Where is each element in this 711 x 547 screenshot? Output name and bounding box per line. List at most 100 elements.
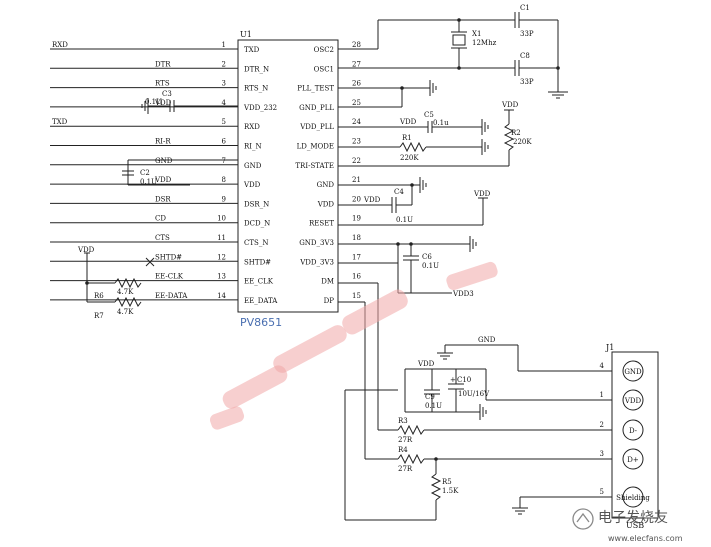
usb-pin-number: 1: [600, 391, 604, 399]
usb-label: USB: [626, 521, 644, 530]
r6-value: 4.7K: [117, 288, 134, 296]
chip-pin-name: RTS_N: [244, 85, 268, 93]
chip-pin-number: 2: [222, 60, 226, 68]
chip-pin-number: 23: [352, 138, 361, 146]
chip-pin-name: SHTD#: [244, 258, 271, 266]
watermark-logo-text: 电子发烧友: [598, 510, 668, 526]
net-label: DTR: [155, 60, 171, 68]
r5-label: R5: [442, 478, 452, 486]
chip-pin-name: VDD: [317, 200, 335, 208]
chip-pins: 1TXDRXD2DTR_NDTR3RTS_NRTS4VDD_232VDD5RXD…: [50, 41, 361, 305]
r5-value: 1.5K: [442, 487, 459, 495]
chip-pin-number: 13: [217, 273, 226, 281]
net-label: TXD: [52, 118, 68, 126]
chip-pin-number: 28: [352, 41, 361, 49]
x1-value: 12Mhz: [472, 39, 497, 47]
net-label: RTS: [155, 80, 170, 88]
chip-pin-number: 4: [222, 99, 227, 107]
chip-pin-name: DP: [324, 297, 335, 305]
usb-pin-name: GND: [624, 368, 642, 376]
net-label: CTS: [155, 234, 170, 242]
chip-pin-name: RXD: [244, 123, 260, 131]
c10-label: C10: [457, 376, 471, 384]
chip-pin-name: GND_3V3: [299, 239, 334, 247]
chip-pin-name: LD_MODE: [297, 143, 334, 151]
usb-pin-circle: [622, 389, 644, 411]
chip-u1: U1 PV8651 1TXDRXD2DTR_NDTR3RTS_NRTS4VDD_…: [50, 30, 361, 329]
chip-pin-name: EE_DATA: [244, 297, 278, 305]
net-label: VDD: [154, 99, 172, 107]
chip-pin-number: 19: [352, 215, 361, 223]
chip-pin-name: EE_CLK: [244, 278, 274, 286]
usb-pin-name: D-: [629, 427, 638, 435]
crystal-section: C1 33P C8 33P X1 12Mhz: [338, 4, 568, 99]
c10-value: 10U/16V: [458, 390, 490, 398]
chip-pin-name: VDD_232: [243, 104, 277, 112]
chip-pin-name: RI_N: [244, 143, 262, 151]
r3-value: 27R: [398, 436, 413, 444]
chip-pin-number: 9: [222, 195, 226, 203]
r7-value: 4.7K: [117, 308, 134, 316]
net-label: RXD: [52, 41, 68, 49]
r1-value: 220K: [400, 154, 419, 162]
chip-pin-number: 25: [352, 99, 361, 107]
c5-label: C5: [424, 111, 434, 119]
usb-power-section: GND VDD C9 0.1U + C10 10U/16V: [404, 336, 612, 420]
c3-label: C3: [162, 90, 172, 98]
c2-value: 0.1U: [140, 178, 157, 186]
x1-label: X1: [472, 30, 481, 38]
c1-value: 33P: [520, 30, 534, 38]
usb-pin-name: Shielding: [616, 494, 650, 502]
chip-pin-number: 1: [222, 41, 226, 49]
chip-pin-name: VDD_PLL: [299, 123, 334, 131]
c8-label: C8: [520, 52, 530, 60]
chip-pin-number: 3: [222, 80, 226, 88]
net-label: GND: [155, 157, 173, 165]
chip-pin-name: DTR_N: [244, 65, 269, 73]
vdd-label-usb: VDD: [417, 360, 435, 368]
r4-value: 27R: [398, 465, 413, 473]
chip-pin-name: GND: [317, 181, 335, 189]
chip-pin-name: VDD_3V3: [299, 258, 334, 266]
chip-pin-number: 7: [222, 157, 226, 165]
chip-pin-number: 24: [352, 118, 361, 126]
c5-value: 0.1u: [433, 119, 449, 127]
chip-pin-name: DCD_N: [244, 220, 270, 228]
chip-pin-number: 17: [352, 253, 361, 261]
r7-label: R7: [94, 312, 104, 320]
chip-pin-number: 5: [222, 118, 226, 126]
net-label: SHTD#: [155, 253, 182, 261]
c8-value: 33P: [520, 78, 534, 86]
usb-pin-circle: [622, 486, 644, 508]
chip-pin-number: 16: [352, 273, 361, 281]
usb-pin-number: 3: [600, 450, 604, 458]
chip-pin-number: 10: [217, 215, 226, 223]
chip-pin-number: 27: [352, 60, 361, 68]
net-label: EE-CLK: [155, 273, 184, 281]
chip-pin-name: DM: [321, 278, 334, 286]
usb-pin-number: 4: [600, 362, 605, 370]
watermark-site: www.elecfans.com: [608, 534, 683, 543]
chip-pin-name: RESET: [309, 220, 334, 228]
chip-pin-name: DSR_N: [244, 200, 269, 208]
chip-pin-number: 20: [352, 195, 361, 203]
usb-pin-circle: [622, 419, 644, 441]
net-label: EE-DATA: [155, 292, 188, 300]
chip-pin-name: VDD: [243, 181, 261, 189]
usb-pin-number: 2: [600, 421, 604, 429]
r2-label: R2: [511, 129, 521, 137]
c9-value: 0.1U: [425, 402, 442, 410]
c6-value: 0.1U: [422, 262, 439, 270]
c6-label: C6: [422, 253, 432, 261]
net-label: DSR: [155, 195, 171, 203]
c4-label: C4: [394, 188, 404, 196]
chip-pin-number: 22: [352, 157, 361, 165]
c3-value: 0.1U: [145, 98, 162, 106]
c4-value: 0.1U: [396, 216, 413, 224]
chip-pin-number: 6: [222, 138, 227, 146]
r6-label: R6: [94, 292, 104, 300]
usb-pin-name: VDD: [624, 397, 642, 405]
